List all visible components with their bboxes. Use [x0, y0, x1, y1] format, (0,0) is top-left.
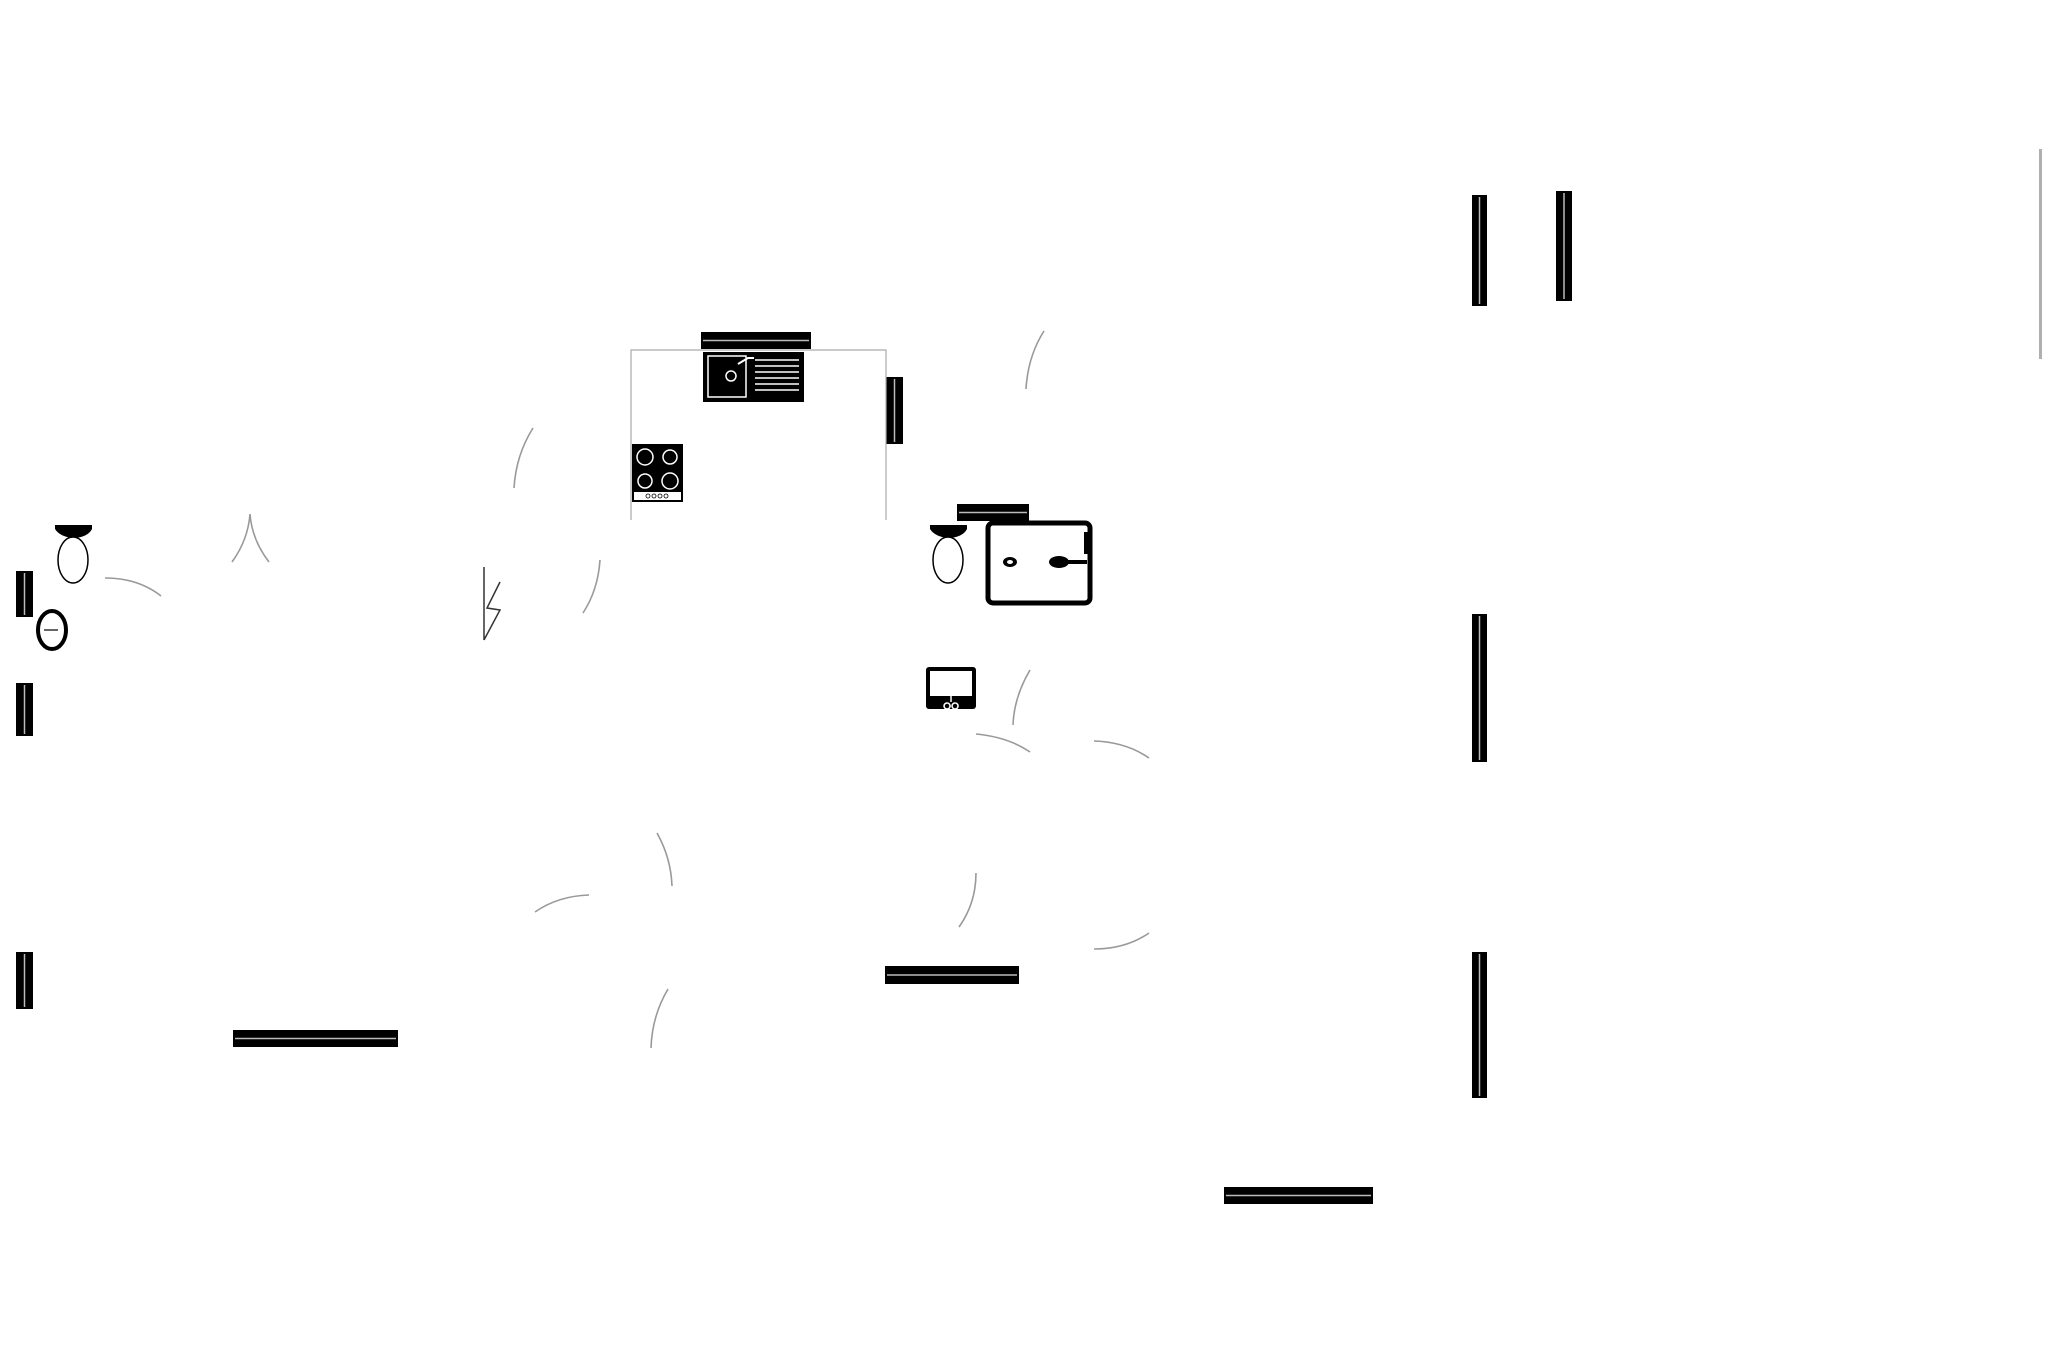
- toilet-icon: [55, 525, 92, 584]
- window-icon: [16, 571, 33, 617]
- door-swing-icon: [650, 988, 669, 1049]
- window-icon: [16, 952, 33, 1009]
- door-swing-icon: [582, 559, 601, 614]
- kitchen-sink-icon: [703, 352, 804, 402]
- door-swing-icon: [1093, 740, 1150, 759]
- sink-icon: [926, 667, 976, 710]
- window-icon: [233, 1030, 398, 1047]
- door-swing-icon: [104, 577, 162, 597]
- washbasin-icon: [36, 609, 68, 651]
- window-icon: [701, 332, 811, 349]
- window-icon: [1556, 191, 1572, 301]
- window-icon: [1224, 1187, 1373, 1204]
- door-swing-icon: [656, 832, 673, 887]
- window-icon: [1472, 614, 1487, 762]
- door-swing-icon: [1025, 330, 1045, 390]
- door-swing-icon: [958, 872, 977, 928]
- door-swing-icon: [1012, 669, 1031, 726]
- window-icon: [885, 966, 1019, 984]
- door-swing-icon: [231, 513, 270, 563]
- toilet-icon: [930, 525, 967, 584]
- folding-door-icon: [483, 567, 502, 641]
- window-icon: [16, 683, 33, 736]
- window-icon: [1472, 195, 1487, 306]
- cooktop-icon: [632, 444, 683, 502]
- kitchen-counter: [630, 349, 887, 520]
- door-swing-icon: [975, 733, 1031, 753]
- window-icon: [886, 377, 903, 444]
- door-swing-icon: [1093, 932, 1150, 950]
- door-swing-icon: [513, 427, 534, 489]
- shower-tray-icon: [985, 520, 1093, 606]
- vertical-scrollbar[interactable]: [2039, 149, 2042, 359]
- window-icon: [1472, 952, 1487, 1098]
- window-icon: [957, 504, 1029, 521]
- door-swing-icon: [534, 894, 590, 913]
